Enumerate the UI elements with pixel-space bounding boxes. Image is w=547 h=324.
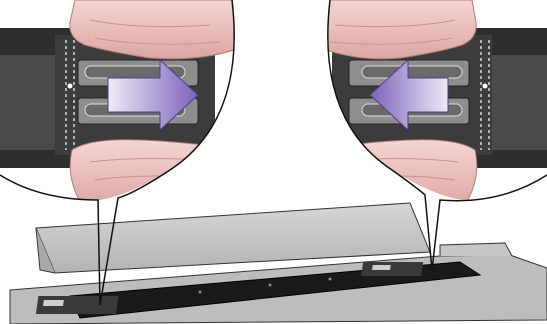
scanner-body [10, 203, 547, 324]
right-guide-plate [361, 262, 423, 276]
